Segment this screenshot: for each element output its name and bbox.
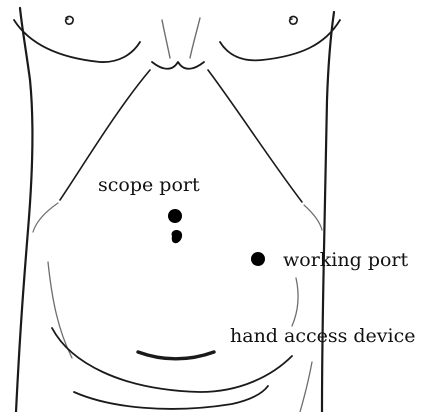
hand-access-device-label: hand access device — [230, 325, 416, 347]
costal-edge-left — [33, 203, 58, 232]
flank-left — [48, 262, 72, 358]
nipple-left — [66, 17, 74, 25]
scope-port-marker — [168, 209, 182, 223]
chest-line-left — [14, 20, 140, 62]
sternum-left — [162, 20, 170, 58]
xiphoid — [152, 62, 204, 69]
groin-line-right — [300, 362, 312, 412]
working-port-marker — [251, 252, 265, 266]
hand-access-device-incision — [138, 352, 214, 359]
umbilicus-marker — [172, 230, 183, 243]
working-port-label: working port — [283, 249, 408, 271]
nipple-right — [290, 17, 298, 25]
flank-right — [292, 278, 298, 326]
costal-edge-right — [304, 205, 322, 230]
chest-line-right — [220, 20, 340, 60]
torso-outline-right — [322, 12, 334, 412]
sternum-right — [190, 18, 200, 58]
scope-port-label: scope port — [98, 174, 200, 196]
rib-margin-right — [208, 70, 302, 202]
torso-outline-left — [16, 8, 32, 412]
